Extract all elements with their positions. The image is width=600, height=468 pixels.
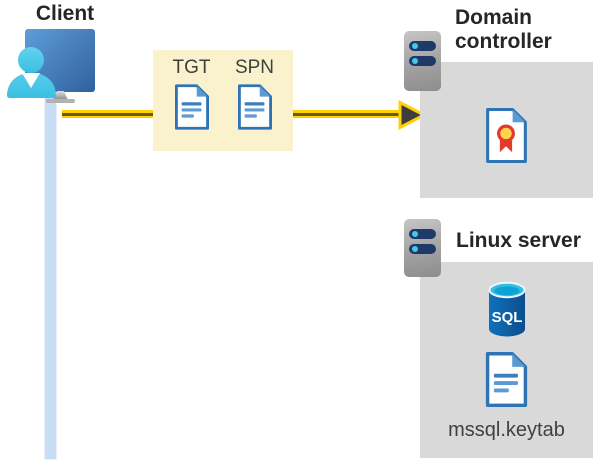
keytab-document-icon: [485, 352, 528, 407]
client-lifeline-bar: [44, 94, 57, 460]
domain-controller-server-icon: [404, 31, 441, 91]
person-collar: [22, 73, 40, 88]
client-title: Client: [35, 2, 95, 25]
tgt-label: TGT: [172, 57, 211, 78]
linux-server-title: Linux server: [456, 229, 581, 252]
monitor-stand-base: [46, 99, 75, 103]
server-led: [412, 231, 418, 237]
server-led: [412, 58, 418, 64]
sql-label: SQL: [492, 309, 523, 326]
ticket-box: TGT SPN: [153, 50, 293, 151]
linux-server-icon: [404, 219, 441, 277]
server-slot: [409, 229, 436, 239]
server-slot: [409, 244, 436, 254]
server-slot: [409, 56, 436, 66]
spn-document-icon: [237, 84, 272, 130]
person-icon: [18, 47, 44, 73]
arrow-line-right: [278, 110, 402, 118]
spn-column: SPN: [235, 57, 275, 151]
spn-label: SPN: [234, 57, 275, 78]
arrow-line-core: [62, 112, 180, 116]
arrow-line-core: [278, 112, 402, 116]
server-led: [412, 43, 418, 49]
tgt-column: TGT: [172, 57, 212, 151]
arrowhead-icon: [398, 100, 426, 130]
arrow-line-left: [62, 110, 180, 118]
certificate-icon: [486, 108, 527, 163]
tgt-document-icon: [174, 84, 209, 130]
sql-database-icon: SQL: [488, 281, 526, 337]
monitor-stand: [53, 91, 68, 100]
keytab-filename: mssql.keytab: [448, 419, 565, 441]
server-slot: [409, 41, 436, 51]
server-led: [412, 246, 418, 252]
domain-controller-title: Domain controller: [455, 6, 552, 53]
